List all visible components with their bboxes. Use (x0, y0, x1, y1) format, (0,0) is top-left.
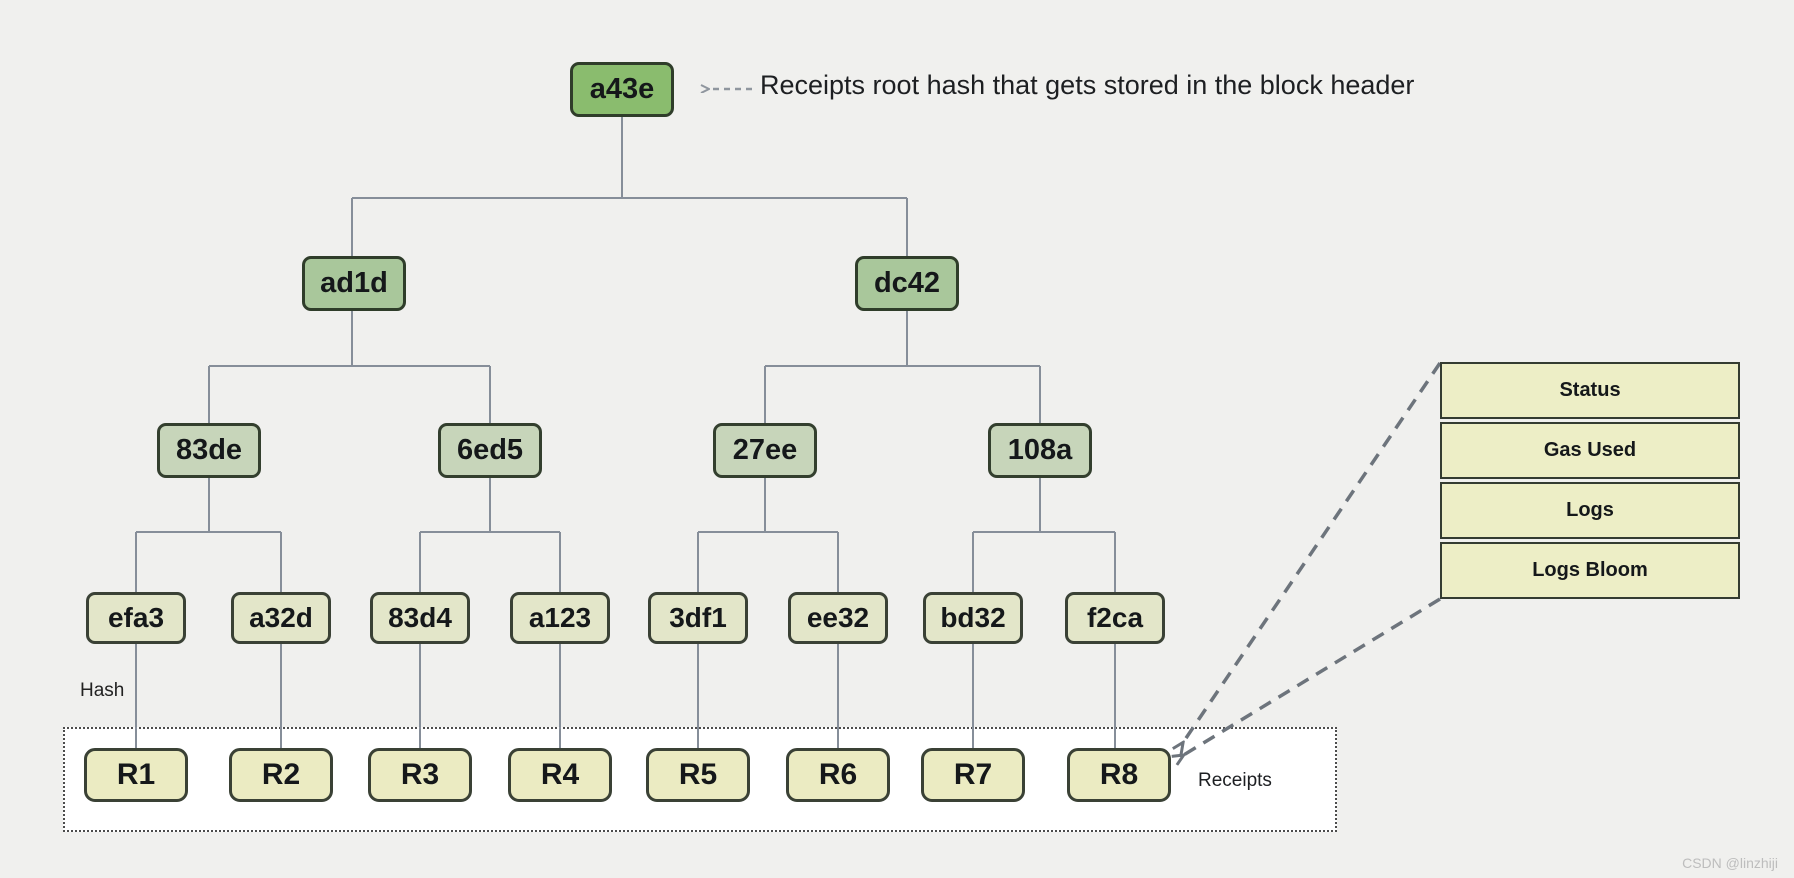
tree-node-root: a43e (570, 62, 674, 117)
receipt-node: R8 (1067, 748, 1171, 802)
receipt-field-row: Logs Bloom (1440, 542, 1740, 599)
tree-node-level2: 83de (157, 423, 261, 478)
receipt-node: R1 (84, 748, 188, 802)
tree-node-level1: ad1d (302, 256, 406, 311)
leaf-hash-node: a123 (510, 592, 610, 644)
leaf-hash-node: bd32 (923, 592, 1023, 644)
leaf-hash-node: ee32 (788, 592, 888, 644)
leaf-hash-node: 3df1 (648, 592, 748, 644)
tree-node-level2: 6ed5 (438, 423, 542, 478)
receipt-node: R2 (229, 748, 333, 802)
tree-node-level1: dc42 (855, 256, 959, 311)
receipt-field-row: Gas Used (1440, 422, 1740, 479)
receipt-field-row: Logs (1440, 482, 1740, 539)
receipt-callout-lines (1182, 362, 1442, 756)
tree-node-level2: 108a (988, 423, 1092, 478)
receipt-fields-table: Status Gas Used Logs Logs Bloom (1440, 362, 1740, 602)
tree-node-level2: 27ee (713, 423, 817, 478)
tree-connectors (135, 117, 1116, 748)
leaf-hash-node: a32d (231, 592, 331, 644)
receipts-label: Receipts (1198, 770, 1272, 791)
hash-label: Hash (80, 680, 125, 701)
receipt-node: R7 (921, 748, 1025, 802)
root-annotation-text: Receipts root hash that gets stored in t… (760, 70, 1415, 100)
receipt-node: R4 (508, 748, 612, 802)
receipt-field-row: Status (1440, 362, 1740, 419)
leaf-hash-node: f2ca (1065, 592, 1165, 644)
receipt-node: R3 (368, 748, 472, 802)
leaf-hash-node: 83d4 (370, 592, 470, 644)
receipt-node: R5 (646, 748, 750, 802)
watermark: CSDN @linzhiji (1682, 855, 1778, 871)
leaf-hash-node: efa3 (86, 592, 186, 644)
receipt-node: R6 (786, 748, 890, 802)
